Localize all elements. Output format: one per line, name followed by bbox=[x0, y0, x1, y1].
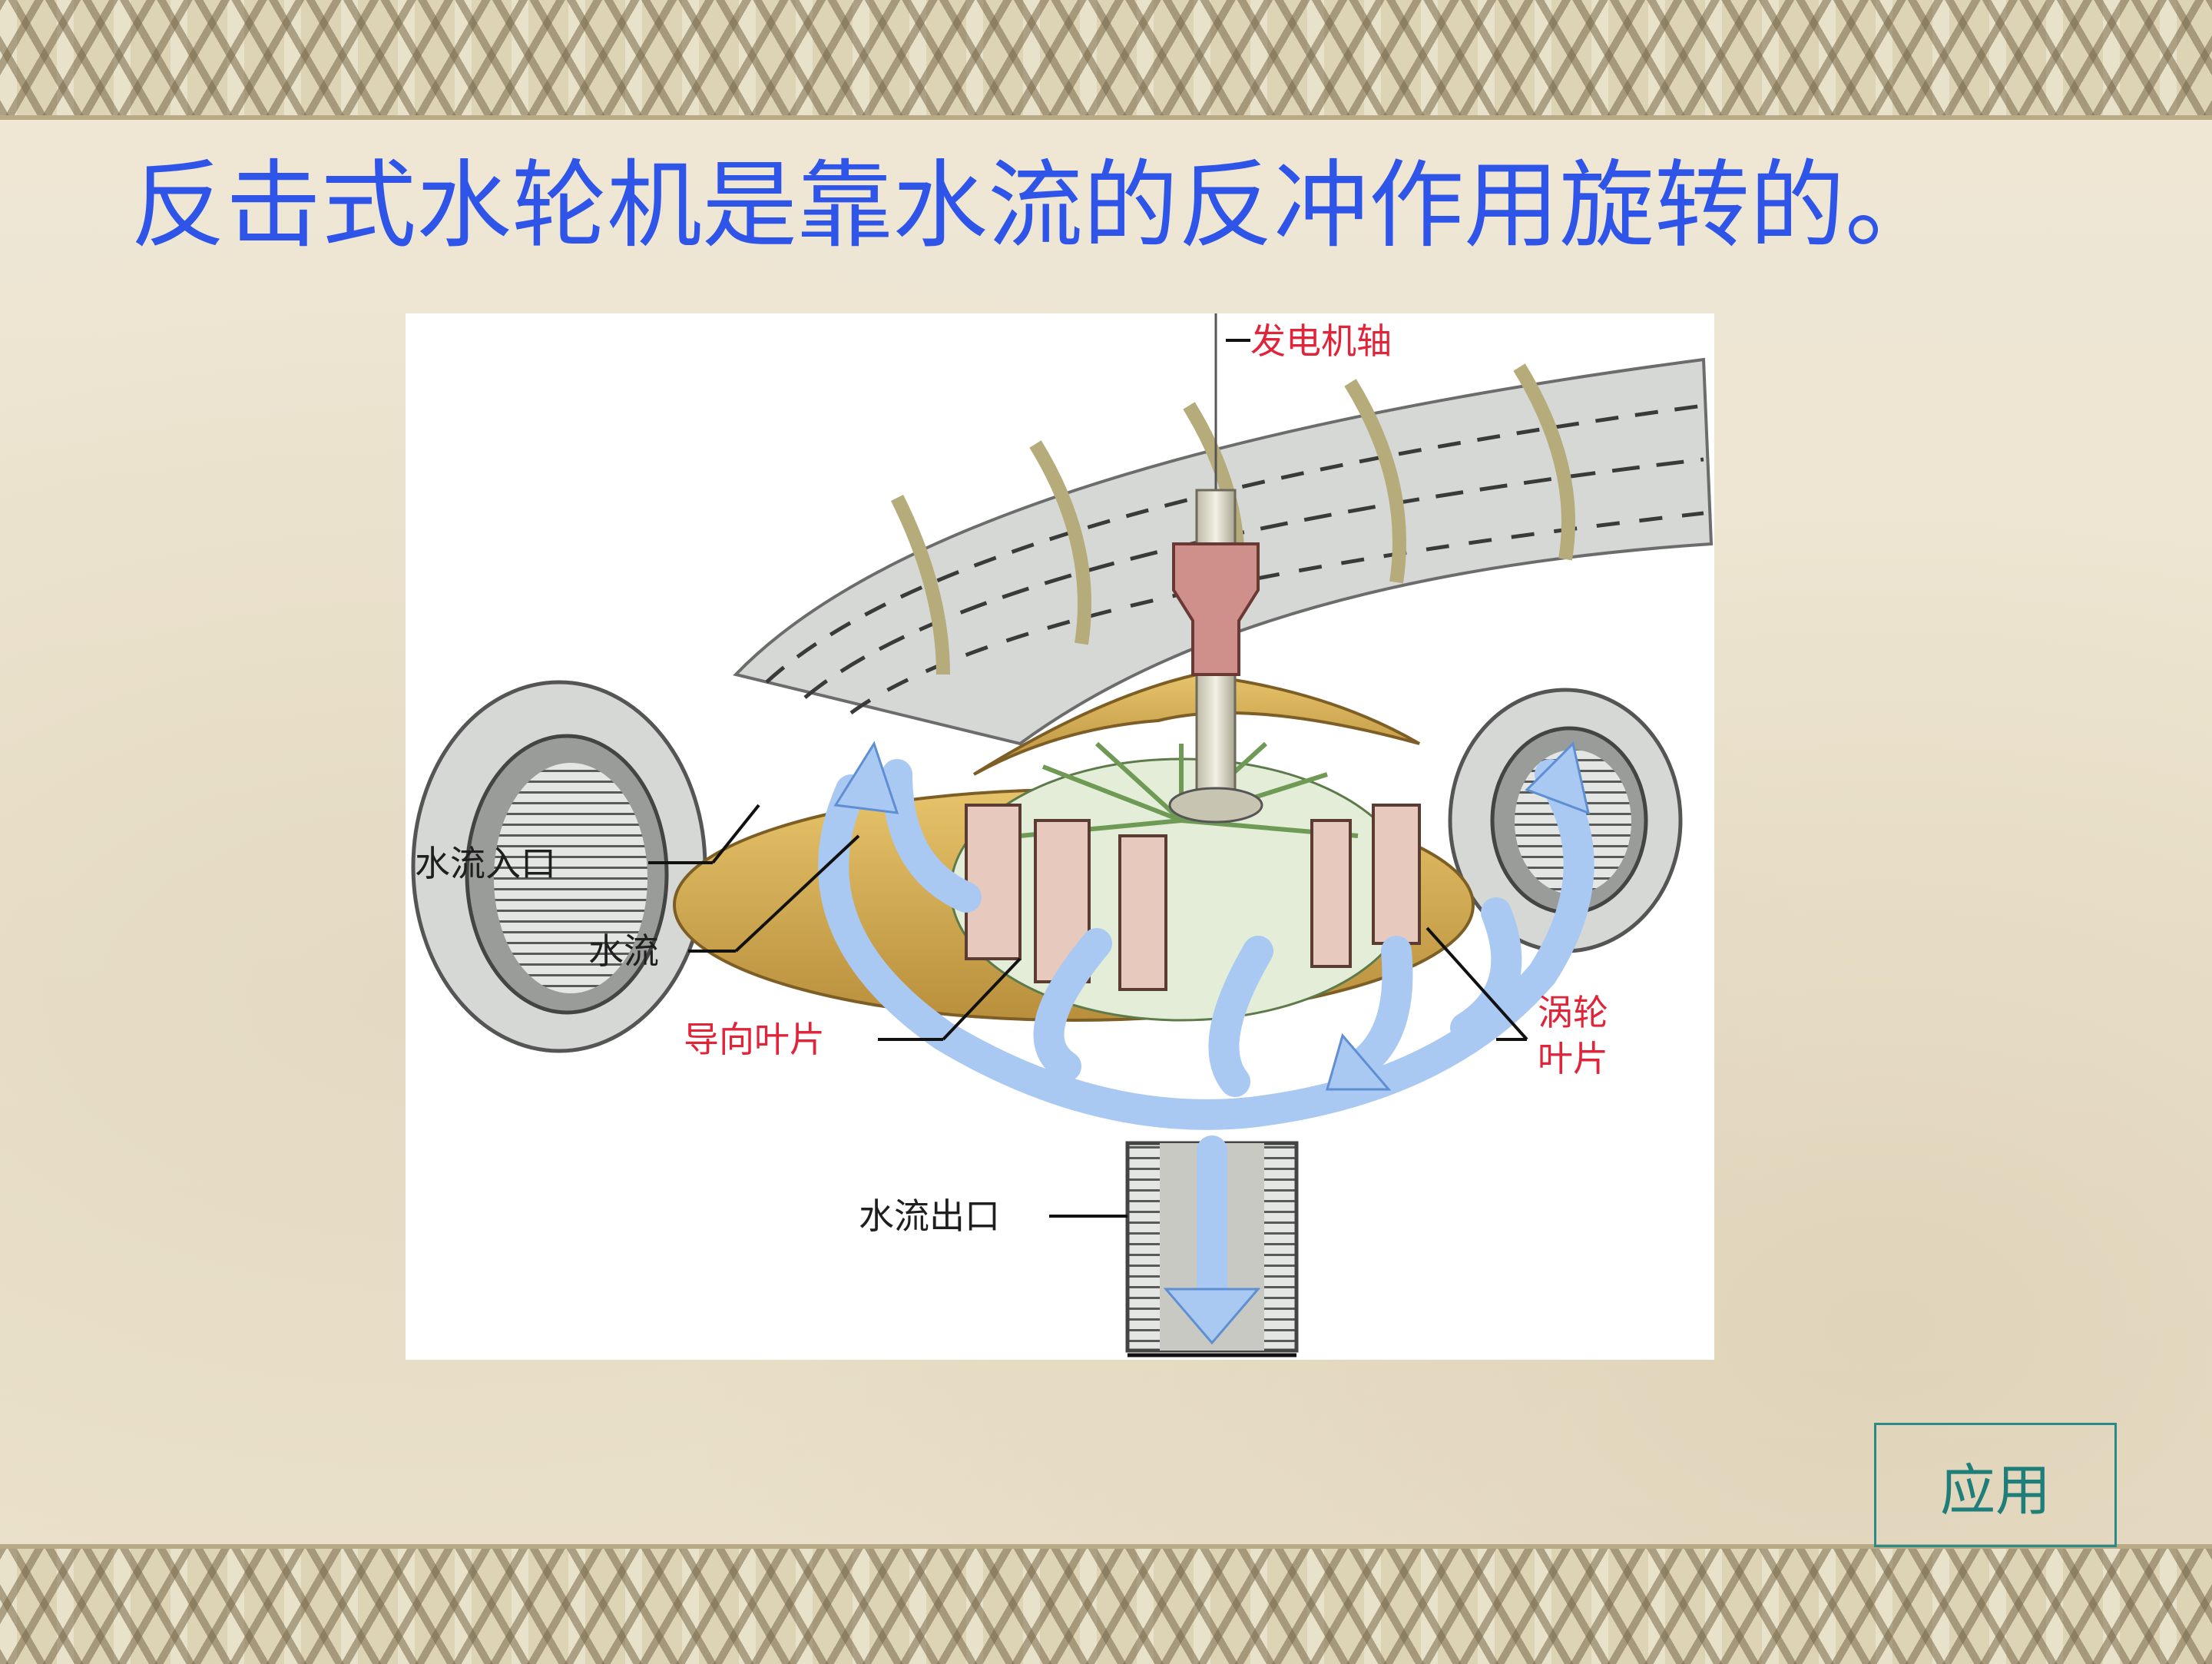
generator-shaft bbox=[1168, 313, 1263, 824]
top-decorative-border bbox=[0, 0, 2212, 120]
water-flow-arrows bbox=[818, 759, 1594, 1320]
water-arrow-heads bbox=[833, 741, 1591, 1345]
upper-disc bbox=[972, 672, 1421, 776]
apply-button[interactable]: 应用 bbox=[1874, 1423, 2117, 1547]
turbine-illustration bbox=[411, 313, 1714, 1357]
guide-vane-set bbox=[965, 804, 1421, 991]
label-turbine-blades-line2: 叶片 bbox=[1538, 1038, 1608, 1079]
casing-left-ring bbox=[411, 680, 707, 1053]
slide-title: 反击式水轮机是靠水流的反冲作用旋转的。 bbox=[131, 151, 1941, 261]
label-water-outlet: 水流出口 bbox=[859, 1195, 1000, 1237]
label-water-inlet: 水流入口 bbox=[415, 843, 556, 884]
leader-lines bbox=[648, 339, 1528, 1218]
label-guide-vanes: 导向叶片 bbox=[684, 1019, 825, 1060]
turbine-diagram: 发电机轴 水流入口 水流 导向叶片 涡轮 叶片 水流出口 bbox=[406, 313, 1714, 1360]
label-turbine-blades-line1: 涡轮 bbox=[1538, 992, 1608, 1033]
label-generator-shaft: 发电机轴 bbox=[1250, 320, 1392, 362]
bottom-decorative-border bbox=[0, 1544, 2212, 1664]
label-water-flow: 水流 bbox=[588, 930, 659, 972]
